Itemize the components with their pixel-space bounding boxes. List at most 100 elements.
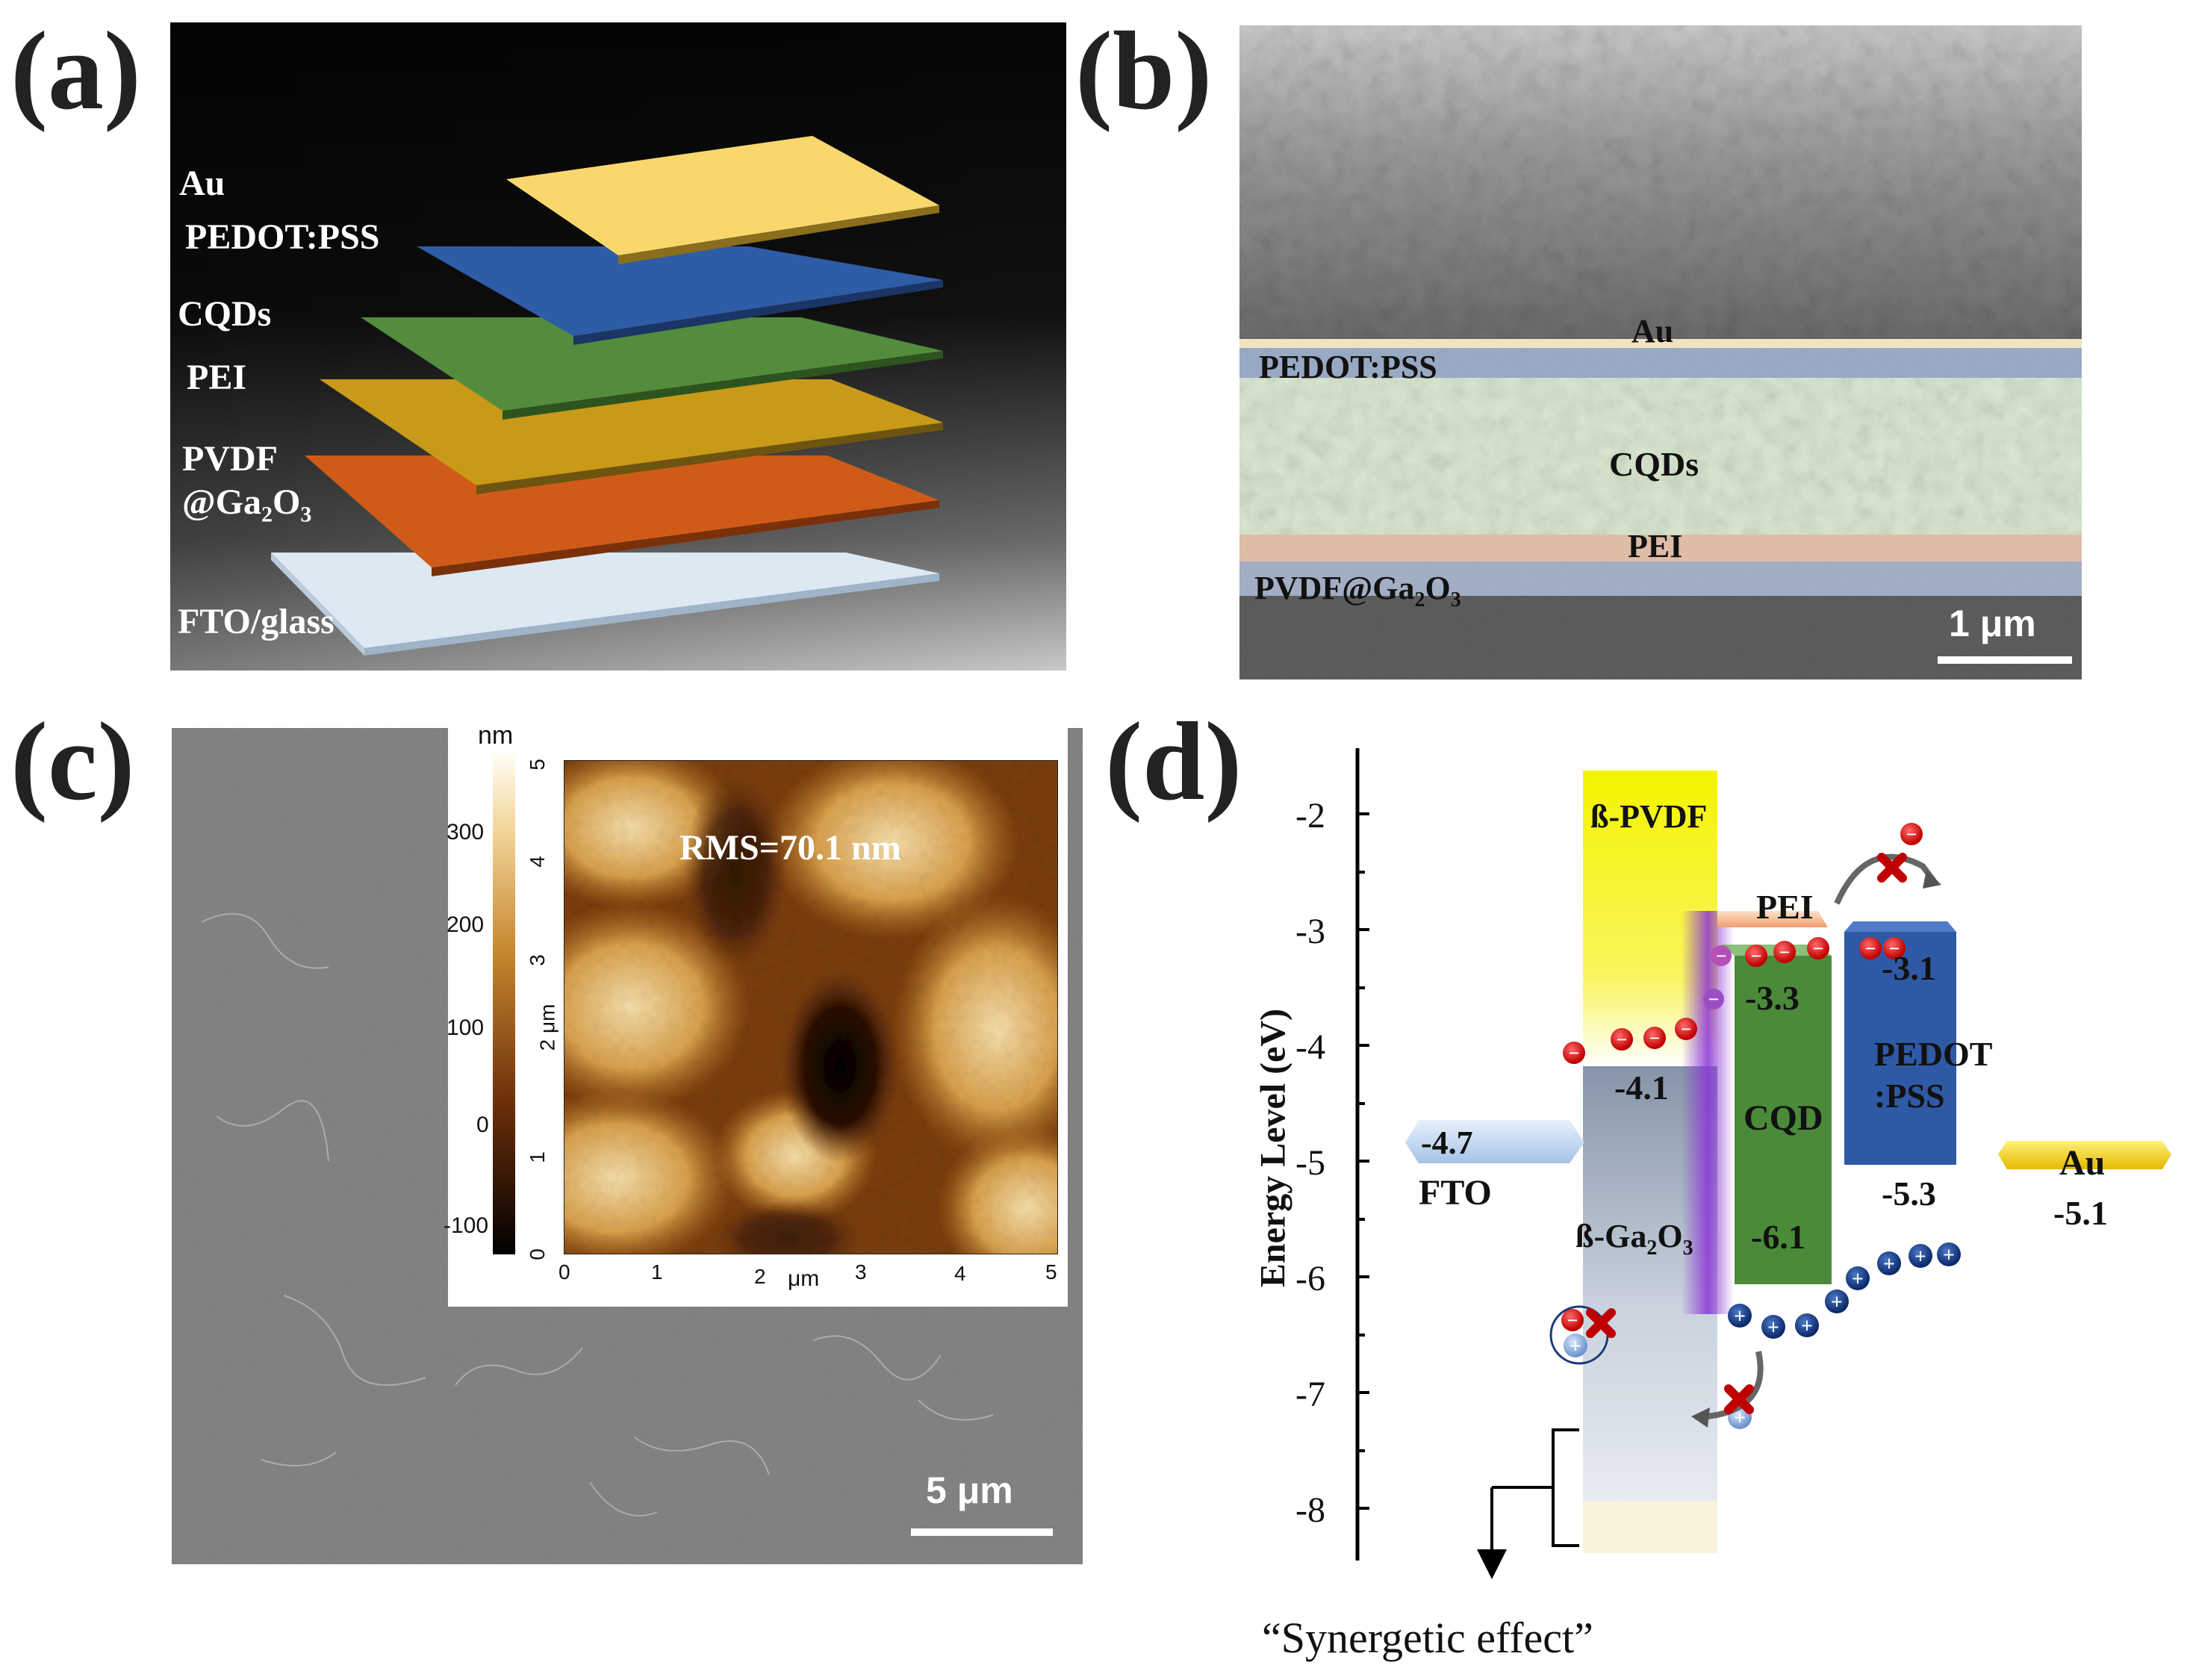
layer-label-pvdf-line1: PVDF (182, 439, 278, 479)
label-pvdf-level: -4.1 (1614, 1068, 1669, 1107)
afm-height-map (564, 760, 1058, 1254)
afm-rms-annotation: RMS=70.1 nm (679, 828, 901, 868)
svg-text:+: + (1852, 1268, 1864, 1291)
label-fto-value: -4.7 (1421, 1124, 1473, 1161)
svg-text:−: − (1649, 1027, 1661, 1049)
svg-text:−: − (1567, 1310, 1578, 1331)
sem-label-pvdf: PVDF@Ga2O3 (1254, 570, 1461, 612)
layer-fto-glass (271, 553, 939, 656)
blocked-electron-arrow (1834, 853, 1937, 905)
panel-a-device-stack (170, 22, 1066, 671)
label-cqd-lumo: -3.3 (1745, 979, 1799, 1017)
afm-x-tick-1: 1 (651, 1260, 663, 1284)
label-pei: PEI (1756, 888, 1814, 926)
label-pedot-lumo: -3.1 (1882, 949, 1936, 987)
label-pvdf: ß-PVDF (1590, 798, 1708, 835)
energy-tick-neg3: -3 (1295, 912, 1325, 951)
label-au: Au (2059, 1143, 2106, 1183)
svg-text:−: − (1889, 938, 1900, 959)
layer-pei (320, 379, 943, 494)
electron-markers: − − − − − − − − − − − − − (1561, 823, 1923, 1331)
afm-y-unit: 2 μm (535, 1004, 559, 1051)
panel-c-label: (c) (10, 700, 135, 824)
synergetic-bracket (1477, 1428, 1579, 1579)
block-cross-markers (1586, 853, 1907, 1414)
svg-text:+: + (1734, 1407, 1746, 1430)
layer-cqds (361, 317, 943, 420)
afm-x-tick-0: 0 (559, 1260, 570, 1284)
panel-b-label: (b) (1075, 9, 1213, 133)
afm-colorbar-tick-100: 100 (447, 1015, 485, 1040)
panel-b-scale-bar (1938, 656, 2072, 664)
label-au-value: -5.1 (2053, 1194, 2108, 1232)
hole-markers: + + + + + + + + + + (1564, 1242, 1961, 1430)
label-pedot-name: PEDOT :PSS (1874, 1033, 1992, 1117)
label-pedot-line2: :PSS (1874, 1077, 1945, 1115)
energy-tick-neg8: -8 (1295, 1490, 1325, 1530)
label-cqd-homo: -6.1 (1751, 1218, 1805, 1256)
blocked-hole-arrow (1702, 1351, 1764, 1420)
label-ga2o3: ß-Ga2O3 (1575, 1218, 1693, 1260)
afm-colorbar-tick-neg100: -100 (444, 1213, 489, 1238)
energy-tick-neg4: -4 (1295, 1027, 1325, 1067)
panel-d-energy-diagram: − − − − − − − − − − − − − + + + + + + + … (1355, 748, 2171, 1579)
dipole-interface (1682, 911, 1734, 1314)
sem-layer-cqds (1239, 378, 2082, 535)
svg-text:−: − (1617, 1029, 1628, 1051)
svg-text:+: + (1734, 1305, 1746, 1328)
band-pedot (1844, 932, 1956, 1165)
panel-a-label: (a) (10, 9, 141, 133)
afm-x-tick-2: 2 (754, 1265, 766, 1288)
panel-d-label: (d) (1105, 700, 1242, 824)
afm-x-tick-3: 3 (855, 1260, 867, 1284)
layer-au (506, 136, 939, 264)
svg-text:+: + (1943, 1244, 1955, 1267)
energy-tick-neg5: -5 (1295, 1143, 1325, 1183)
afm-x-unit: μm (788, 1266, 820, 1291)
panel-c-scale-bar (911, 1528, 1053, 1536)
afm-colorbar (493, 754, 515, 1254)
layer-label-pedot-pss: PEDOT:PSS (185, 217, 380, 257)
afm-colorbar-tick-300: 300 (447, 820, 485, 844)
layer-pedot-pss (417, 246, 943, 345)
band-au (1998, 1141, 2171, 1169)
sem-layer-au (1239, 339, 2082, 348)
layer-pvdf-ga2o3 (305, 455, 939, 576)
sem-layer-pvdf (1239, 561, 2082, 596)
sem-label-cqds: CQDs (1609, 445, 1699, 483)
afm-x-tick-5: 5 (1045, 1260, 1057, 1284)
energy-axis-ticks (1357, 812, 1369, 1510)
svg-text:−: − (1681, 1018, 1692, 1040)
sem-layer-pedot (1239, 348, 2082, 378)
energy-tick-neg2: -2 (1295, 796, 1325, 836)
figure-caption-synergetic: “Synergetic effect” (1262, 1614, 1593, 1662)
svg-text:−: − (1906, 824, 1917, 845)
afm-y-tick-0: 0 (525, 1248, 549, 1260)
label-cqd: CQD (1743, 1098, 1823, 1138)
band-pei (1717, 911, 1828, 927)
svg-text:+: + (1831, 1291, 1843, 1314)
svg-text:−: − (1708, 989, 1720, 1010)
svg-text:−: − (1716, 945, 1727, 967)
energy-tick-neg7: -7 (1295, 1375, 1325, 1414)
sem-label-au: Au (1631, 313, 1674, 349)
panel-c-scale-label: 5 μm (926, 1469, 1013, 1511)
energy-axis-label: Energy Level (eV) (1253, 1008, 1293, 1288)
sem-layer-pei (1239, 535, 2082, 561)
layer-label-pvdf: PVDF @Ga2O3 (182, 438, 311, 537)
sem-substrate (1239, 596, 2082, 679)
layer-label-pvdf-line2: @Ga2O3 (182, 482, 312, 527)
layer-label-pei: PEI (187, 358, 247, 397)
label-pedot-line1: PEDOT (1874, 1035, 1993, 1073)
band-cqd (1735, 956, 1832, 1284)
svg-text:+: + (1801, 1315, 1813, 1338)
panel-b-sem-cross-section (1239, 25, 2082, 679)
afm-y-tick-4: 4 (525, 856, 549, 868)
layer-label-au: Au (179, 164, 225, 203)
svg-text:−: − (1813, 938, 1824, 959)
svg-text:−: − (1569, 1042, 1580, 1064)
svg-text:−: − (1751, 945, 1762, 967)
afm-colorbar-tick-200: 200 (447, 912, 485, 937)
afm-y-tick-3: 3 (525, 954, 549, 966)
svg-text:−: − (1865, 938, 1876, 959)
